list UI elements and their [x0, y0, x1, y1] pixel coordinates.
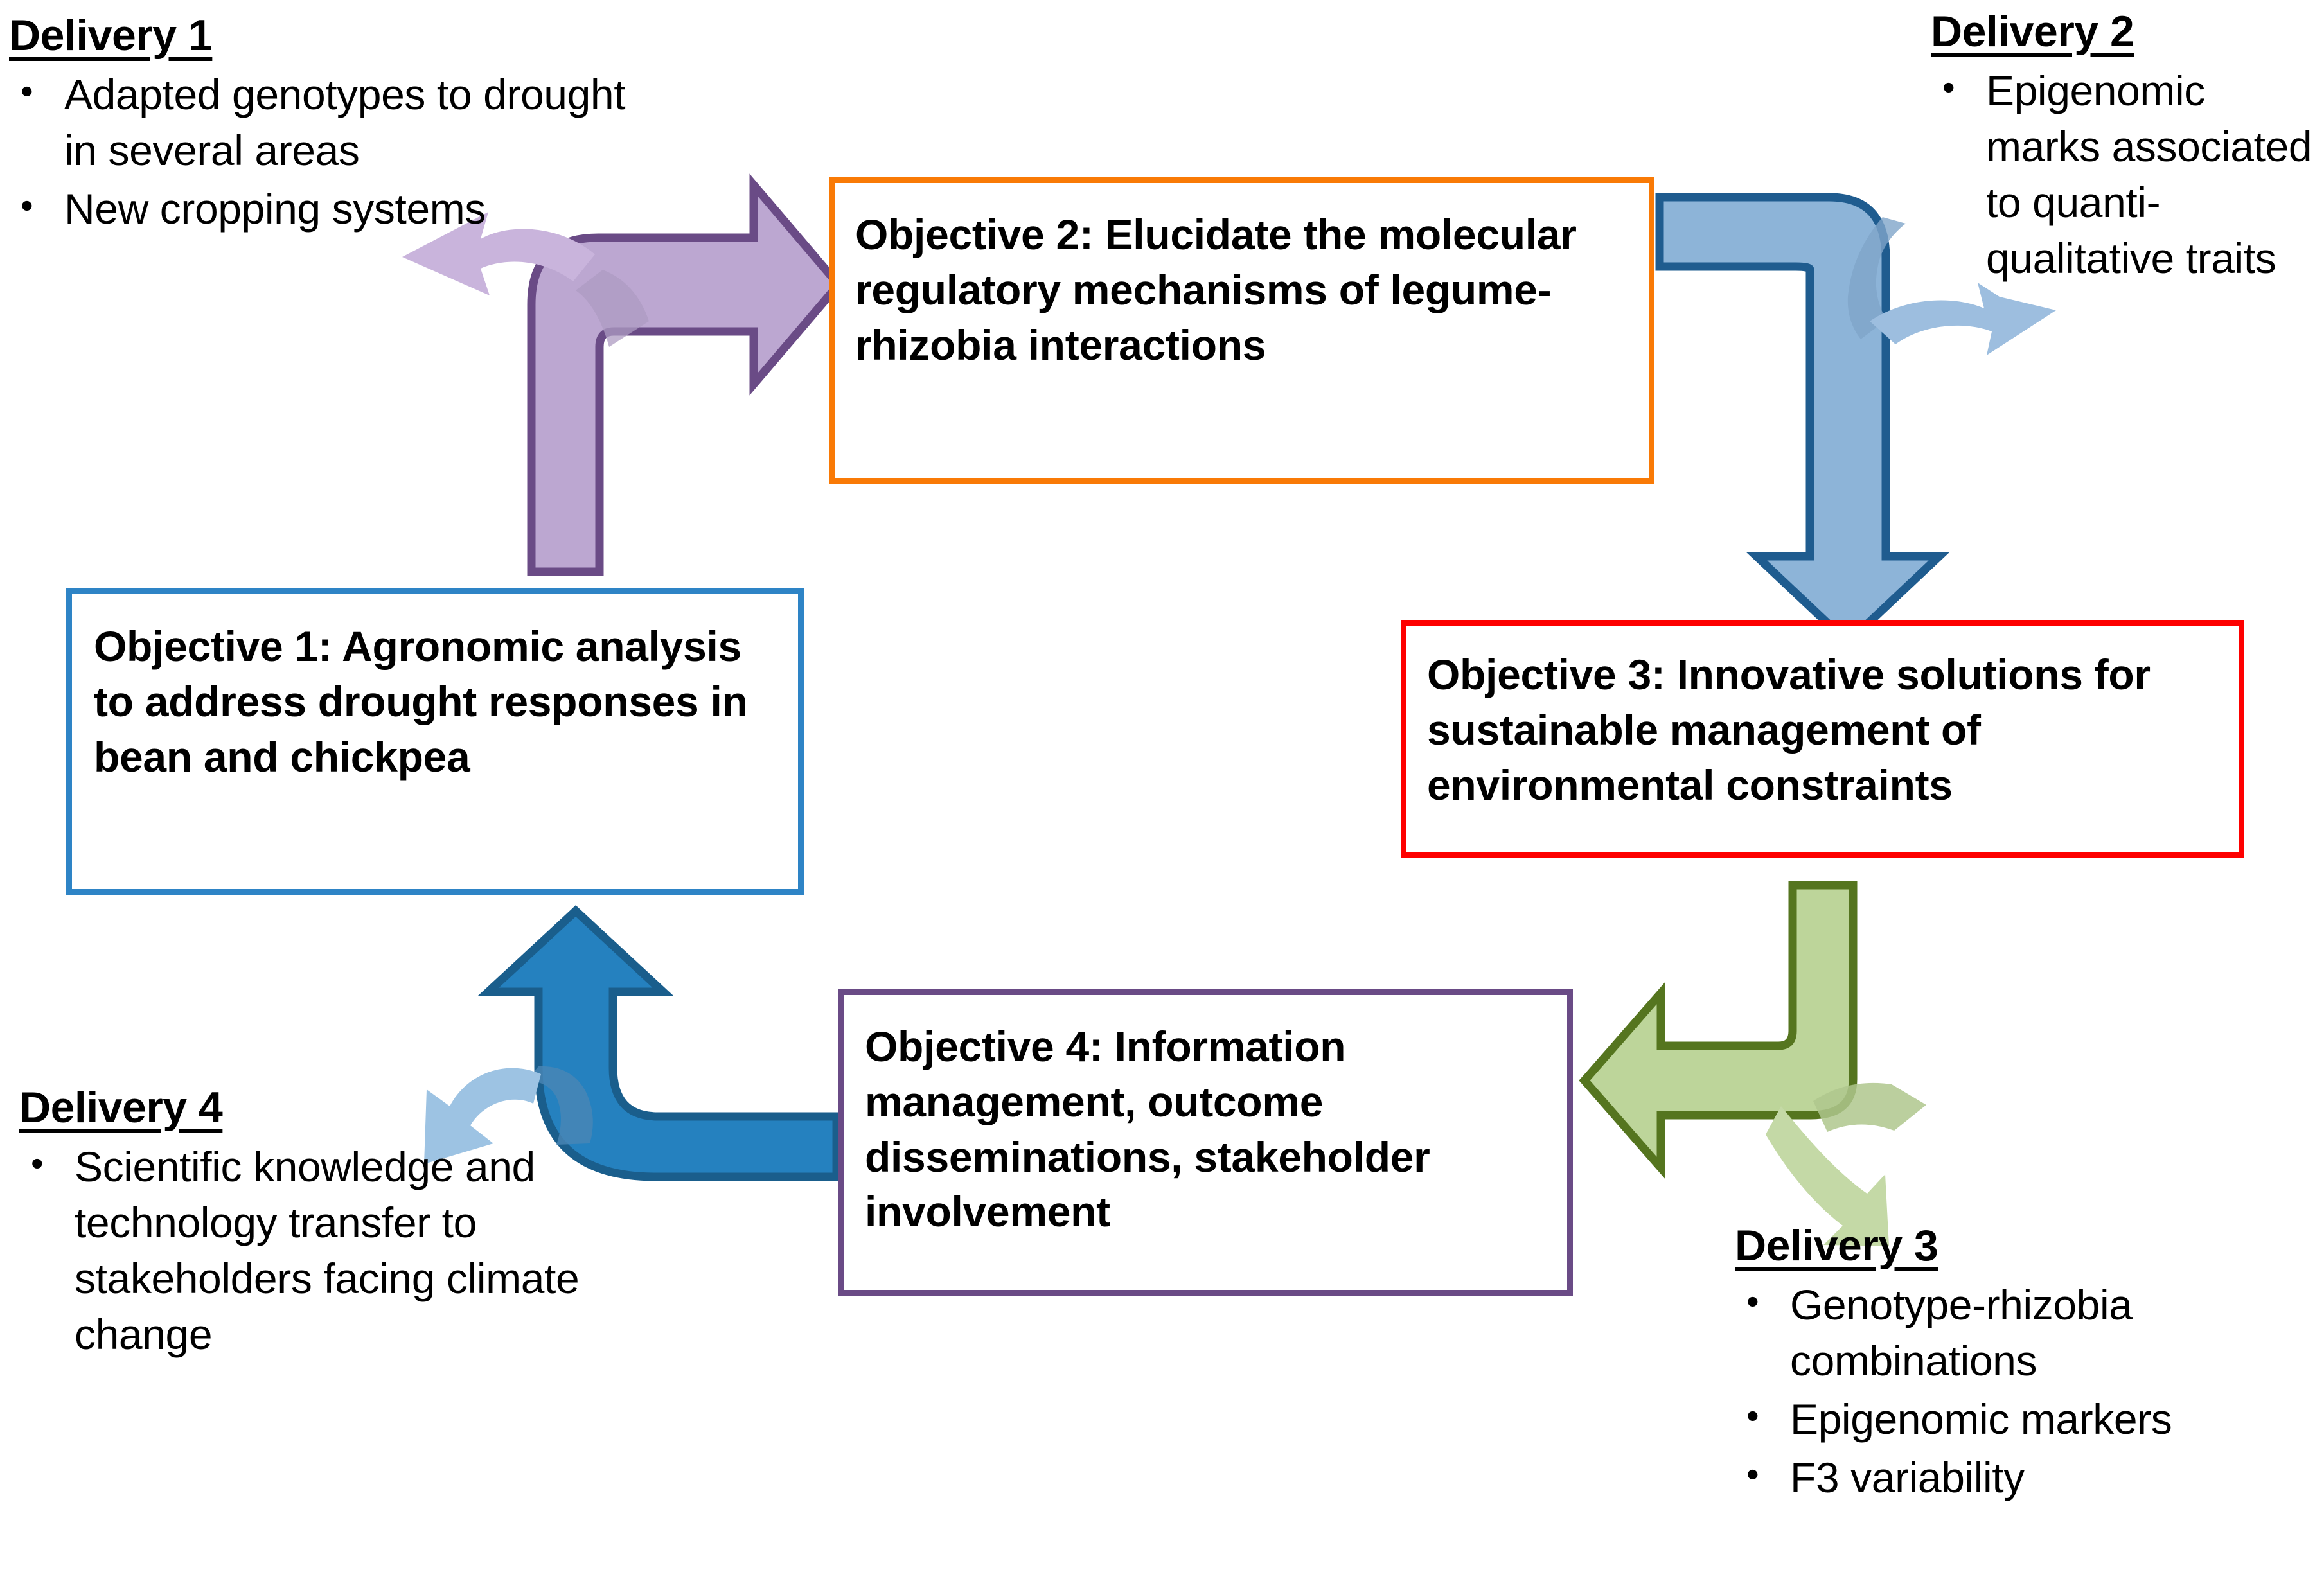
bent-arrow-down-left-icon	[1579, 881, 1858, 1179]
curved-arrow-down-right-icon	[1766, 1106, 1889, 1246]
delivery-4-title: Delivery 4	[19, 1083, 223, 1132]
objective-2-box[interactable]: Objective 2: Elucidate the molecular reg…	[829, 177, 1654, 484]
objective-3-box[interactable]: Objective 3: Innovative solutions for su…	[1401, 620, 2244, 858]
list-item: Adapted genotypes to drought in several …	[9, 65, 658, 179]
delivery-2-block: Delivery 2 Epigenomic marks associated t…	[1931, 6, 2324, 289]
delivery-1-title: Delivery 1	[9, 11, 213, 60]
objective-2-text: Objective 2: Elucidate the molecular reg…	[855, 211, 1577, 369]
blue-arrow-shadow-icon	[1847, 217, 1906, 339]
list-item: New cropping systems	[9, 179, 658, 237]
list-item: Epigenomic markers	[1735, 1389, 2313, 1447]
delivery-2-list: Epigenomic marks associated to quanti-qu…	[1931, 61, 2324, 287]
delivery-3-list: Genotype-rhizobia combinations Epigenomi…	[1735, 1275, 2313, 1506]
delivery-4-list: Scientific knowledge and technology tran…	[19, 1137, 598, 1363]
objective-1-box[interactable]: Objective 1: Agronomic analysis to addre…	[66, 588, 804, 895]
list-item: Scientific knowledge and technology tran…	[19, 1137, 598, 1363]
purple-arrow-shadow-icon	[576, 270, 649, 347]
bent-arrow-right-down-icon	[1655, 193, 1950, 648]
list-item: Epigenomic marks associated to quanti-qu…	[1931, 61, 2324, 287]
objective-3-text: Objective 3: Innovative solutions for su…	[1427, 651, 2151, 809]
green-arrow-shadow-icon	[1813, 1082, 1926, 1132]
objective-4-box[interactable]: Objective 4: Information management, out…	[838, 989, 1573, 1296]
delivery-3-title: Delivery 3	[1735, 1221, 1938, 1270]
delivery-1-block: Delivery 1 Adapted genotypes to drought …	[9, 10, 658, 240]
list-item: F3 variability	[1735, 1448, 2313, 1506]
delivery-1-list: Adapted genotypes to drought in several …	[9, 65, 658, 237]
delivery-2-title: Delivery 2	[1931, 7, 2134, 56]
objective-4-text: Objective 4: Information management, out…	[865, 1023, 1430, 1236]
darkblue-arrow-shadow-icon	[527, 1066, 593, 1145]
delivery-3-block: Delivery 3 Genotype-rhizobia combination…	[1735, 1221, 2313, 1508]
delivery-4-block: Delivery 4 Scientific knowledge and tech…	[19, 1082, 598, 1365]
list-item: Genotype-rhizobia combinations	[1735, 1275, 2313, 1389]
curved-arrow-right-icon	[1870, 283, 2056, 355]
objective-1-text: Objective 1: Agronomic analysis to addre…	[94, 622, 748, 781]
